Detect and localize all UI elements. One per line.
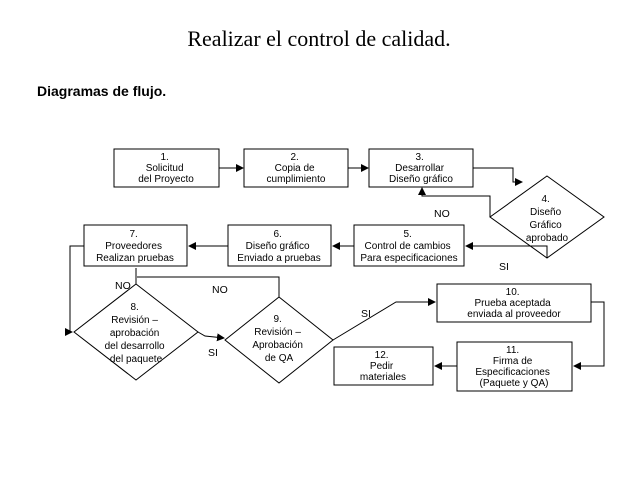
node-6-line: Diseño gráfico (246, 241, 310, 252)
node-10-box (436, 283, 592, 323)
node-12-line: Pedir (370, 361, 394, 372)
node-8-text: 8. Revisión – aprobación del desarrollo … (105, 302, 168, 365)
node-11-box (456, 341, 573, 392)
node-8-line: 8. (130, 302, 138, 313)
edge-10-11 (573, 301, 605, 370)
edge-4-3-no (418, 187, 491, 217)
edge-4-5-si (465, 242, 548, 258)
node-11-line: (Paquete y QA) (480, 378, 549, 389)
node-12-line: materiales (360, 372, 406, 383)
node-12-box (333, 346, 434, 386)
node-9-diamond (224, 296, 334, 384)
label-no-decision-8: NO (115, 280, 131, 292)
node-4-text: 4. Diseño Gráfico aprobado (526, 194, 569, 244)
edge-9-8-no (137, 276, 280, 297)
node-8-diamond (73, 283, 199, 381)
node-3-text: 3. Desarrollar Diseño gráfico (389, 152, 453, 185)
node-9-line: de QA (265, 353, 294, 364)
node-4-line: Gráfico (529, 220, 562, 231)
node-9-line: Revisión – (254, 327, 301, 338)
node-4-line: Diseño (530, 207, 562, 218)
node-5-line: Para especificaciones (360, 253, 457, 264)
node-1-line: Solicitud (146, 163, 184, 174)
node-1-box (113, 148, 220, 188)
node-7-line: Proveedores (105, 241, 162, 252)
node-9-line: Aprobación (252, 340, 303, 351)
label-si-decision-4: SI (499, 261, 509, 273)
node-12-line: 12. (375, 350, 389, 361)
node-11-text: 11. Firma de Especificaciones (Paquete y… (475, 345, 552, 389)
edge-3-4 (473, 167, 523, 186)
node-5-box (353, 224, 465, 267)
node-7-box (83, 224, 188, 267)
edge-9-10-si (332, 298, 436, 341)
label-si-decision-8: SI (208, 347, 218, 359)
node-7-text: 7. Proveedores Realizan pruebas (96, 229, 174, 264)
node-11-line: Especificaciones (475, 367, 549, 378)
node-11-line: Firma de (493, 356, 533, 367)
node-1-text: 1. Solicitud del Proyecto (138, 152, 194, 185)
node-8-line: Revisión – (111, 315, 158, 326)
node-3-line: 3. (415, 152, 423, 163)
node-5-line: Control de cambios (365, 241, 451, 252)
label-no-decision-4: NO (434, 208, 450, 220)
node-6-box (227, 224, 332, 267)
slide-title: Realizar el control de calidad. (187, 26, 451, 51)
node-10-text: 10. Prueba aceptada enviada al proveedor (467, 287, 561, 320)
node-5-line: 5. (403, 229, 411, 240)
node-10-line: enviada al proveedor (467, 309, 561, 320)
node-7-line: 7. (129, 229, 137, 240)
label-no-decision-9: NO (212, 284, 228, 296)
node-11-line: 11. (506, 345, 519, 356)
node-6-line: Enviado a pruebas (237, 253, 320, 264)
node-8-line: del paquete (110, 354, 163, 365)
node-12-text: 12. Pedir materiales (360, 350, 406, 383)
node-10-line: Prueba aceptada (475, 298, 552, 309)
node-10-line: 10. (506, 287, 520, 298)
node-4-line: 4. (541, 194, 549, 205)
node-5-text: 5. Control de cambios Para especificacio… (360, 229, 457, 264)
node-6-line: 6. (273, 229, 281, 240)
edge-7-8 (65, 245, 84, 336)
slide-subtitle: Diagramas de flujo. (37, 83, 167, 99)
node-2-text: 2. Copia de cumplimiento (267, 152, 326, 185)
edge-8-9-si (197, 331, 225, 342)
node-9-line: 9. (273, 314, 281, 325)
node-8-line: aprobación (110, 328, 159, 339)
node-3-line: Diseño gráfico (389, 174, 453, 185)
node-3-line: Desarrollar (395, 163, 445, 174)
node-2-line: 2. (290, 152, 298, 163)
node-9-text: 9. Revisión – Aprobación de QA (252, 314, 305, 364)
node-6-text: 6. Diseño gráfico Enviado a pruebas (237, 229, 320, 264)
node-1-line: del Proyecto (138, 174, 194, 185)
node-7-line: Realizan pruebas (96, 253, 174, 264)
node-2-line: Copia de (275, 163, 315, 174)
node-2-line: cumplimiento (267, 174, 326, 185)
node-1-line: 1. (160, 152, 168, 163)
node-4-line: aprobado (526, 233, 569, 244)
node-8-line: del desarrollo (105, 341, 165, 352)
label-si-decision-9: SI (361, 308, 371, 320)
